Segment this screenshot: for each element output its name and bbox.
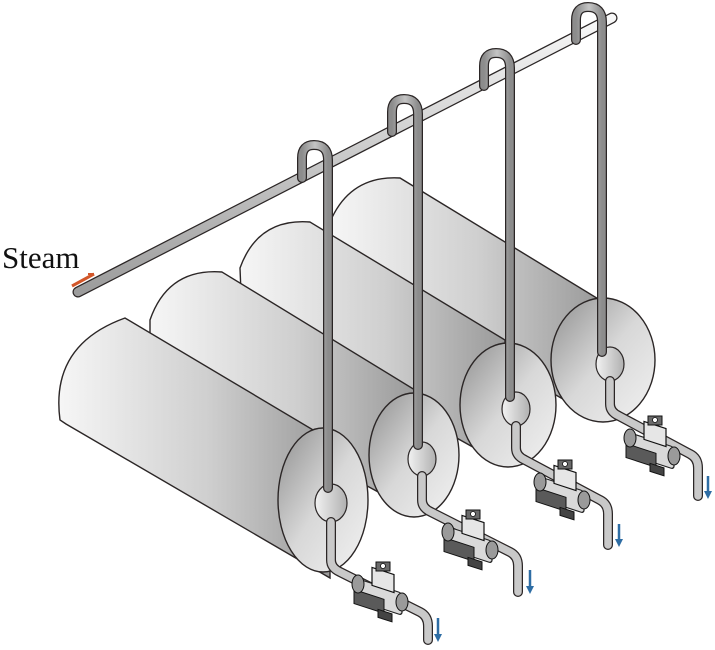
steam-header-pipe — [72, 12, 618, 298]
condensate-arrow-icon — [434, 618, 442, 642]
steam-trap-1 — [351, 561, 409, 623]
condensate-arrow-icon — [615, 524, 623, 547]
cylinder-1 — [58, 317, 369, 580]
condensate-arrow-icons — [434, 476, 712, 642]
steam-label: Steam — [2, 240, 80, 275]
steam-inlet-arrow-icon — [71, 272, 95, 288]
condensate-arrow-icon — [526, 570, 534, 594]
supply-pipes — [297, 2, 607, 493]
condensate-arrow-icon — [704, 476, 712, 499]
